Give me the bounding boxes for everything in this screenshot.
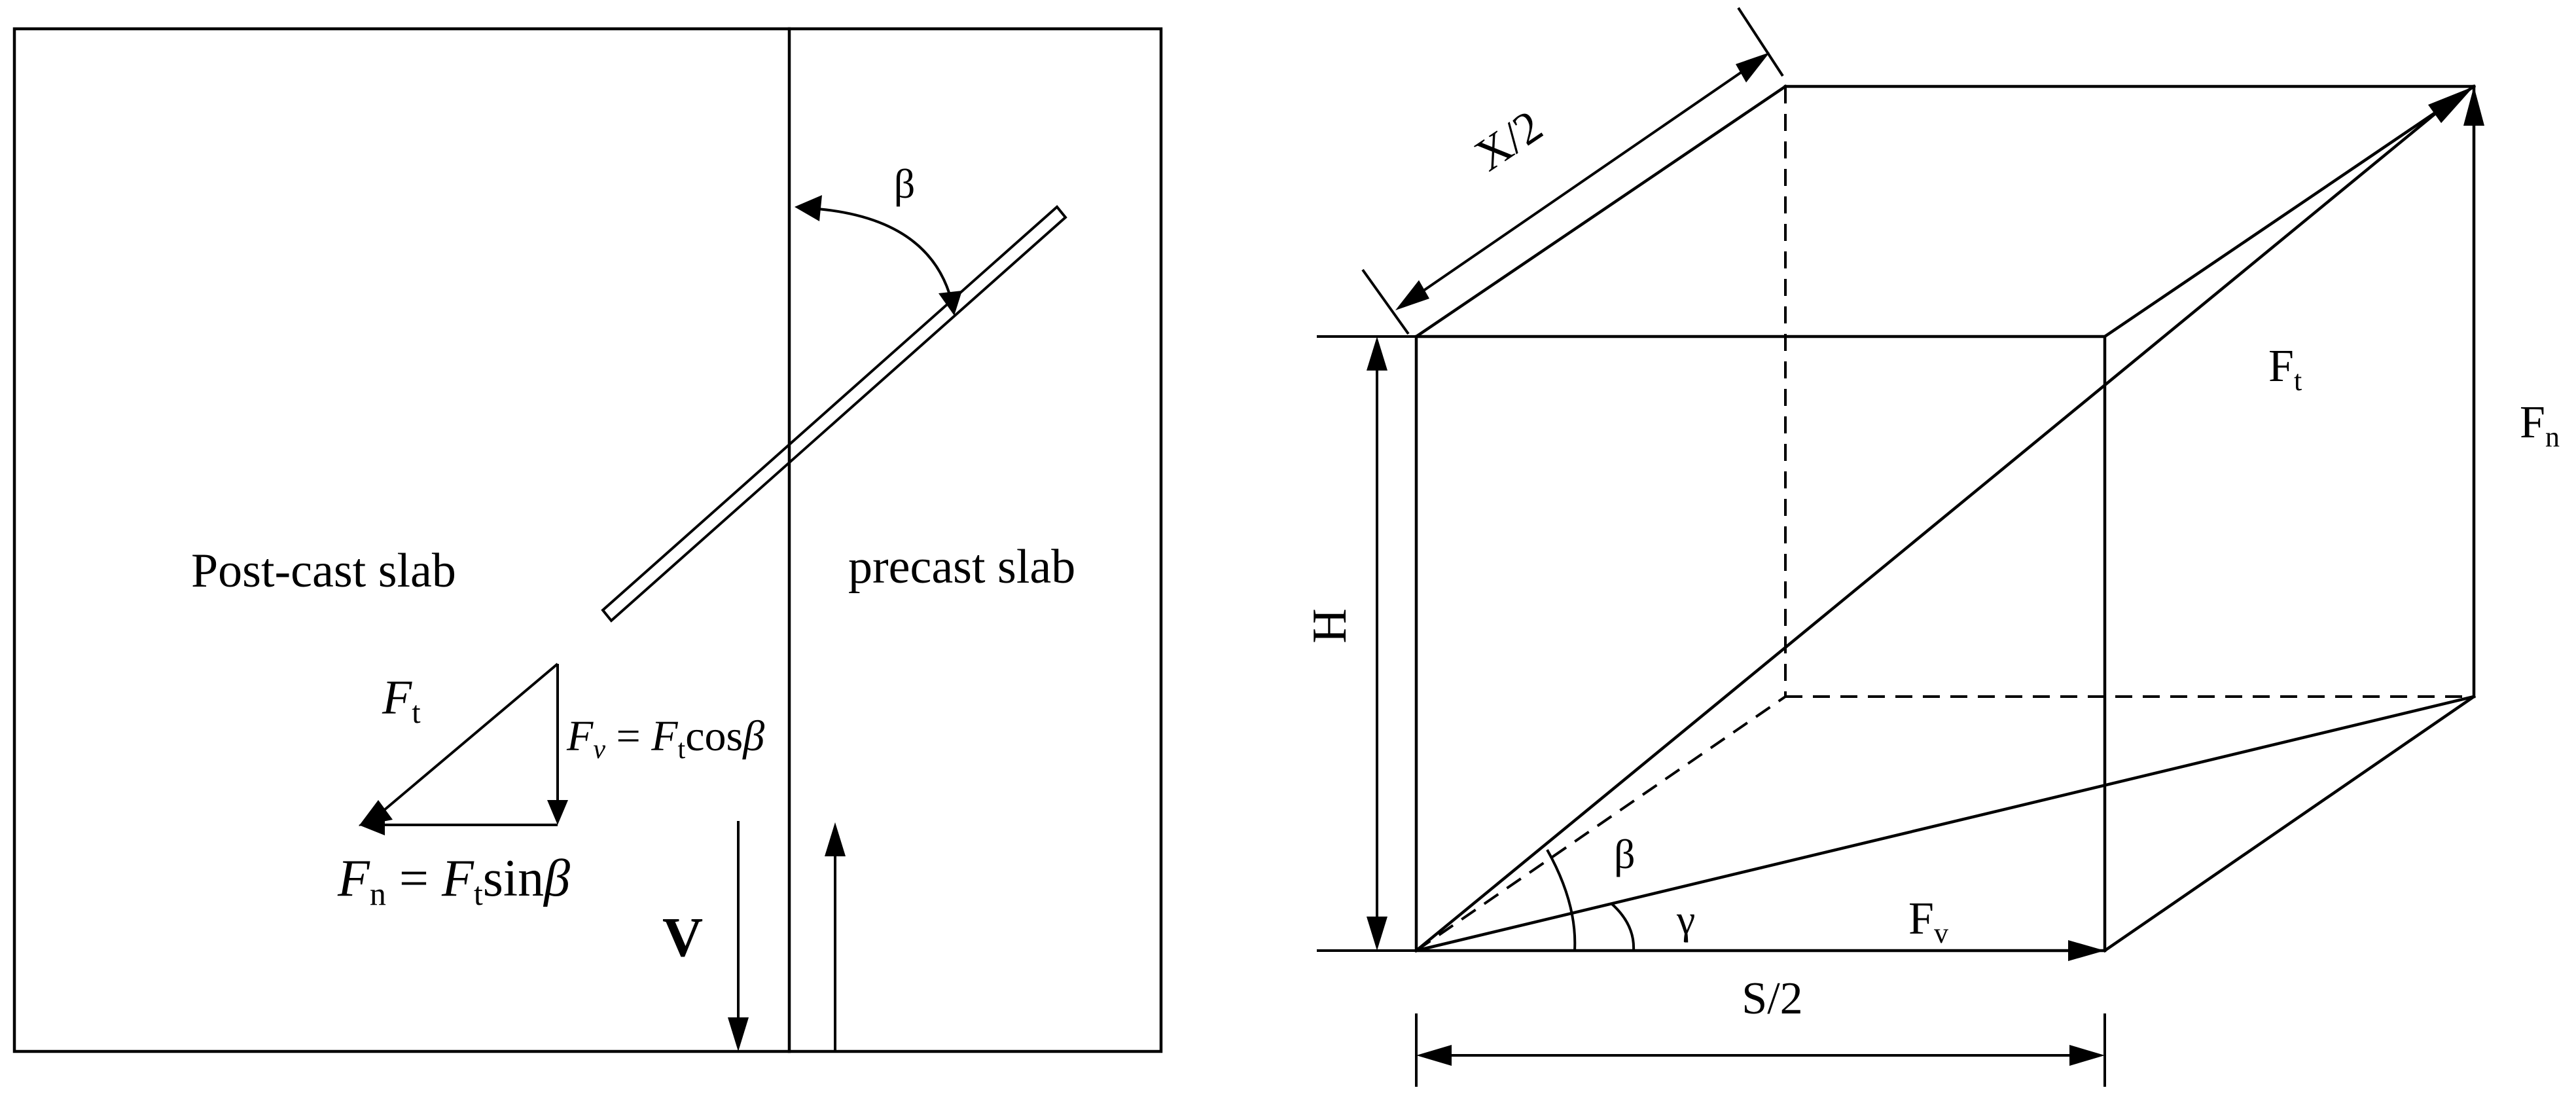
x-dim-arrow-top <box>1736 52 1770 82</box>
h-label: H <box>1303 608 1357 643</box>
box-front-face <box>1414 335 2107 953</box>
beta-label-left: β <box>894 160 916 207</box>
x-dim-top-tick <box>1737 7 1784 77</box>
gamma-label: γ <box>1676 896 1695 943</box>
s-dim-arrow-right <box>2069 1045 2105 1066</box>
beta-arc-arrowhead-right <box>939 291 962 316</box>
box-top-right-edge <box>2102 84 2477 339</box>
post-cast-slab-label: Post-cast slab <box>191 544 456 598</box>
beta-arc-arrowhead-left <box>795 195 822 221</box>
fv-equation: Fv = Ftcosβ <box>566 712 764 765</box>
fn-arrowhead <box>359 814 385 835</box>
fv-arrowhead <box>547 800 568 825</box>
fn-label-right: Fn <box>2520 397 2560 453</box>
beta-angle-arc-right <box>1546 849 1577 951</box>
h-dim-arrow-top <box>1367 337 1387 371</box>
x-dim-bottom-tick <box>1361 268 1410 335</box>
fv-arrowhead-right <box>2068 940 2105 961</box>
box-bottom-right-edge <box>2102 694 2477 953</box>
slab-frame <box>12 27 1163 1053</box>
x-half-label: X/2 <box>1466 101 1551 181</box>
box-top-left-edge <box>1414 84 1788 339</box>
fn-equation: Fn = Ftsinβ <box>337 850 570 912</box>
beta-label-right: β <box>1614 831 1636 877</box>
ft-label-right: Ft <box>2268 341 2302 397</box>
s-half-label: S/2 <box>1742 974 1802 1024</box>
inclined-rebar <box>601 205 1067 623</box>
ft-vector <box>373 663 559 820</box>
fn-arrowhead-right <box>2463 86 2484 126</box>
left-panel: β Post-cast slab precast slab Ft Fv = Ft… <box>12 27 1163 1053</box>
right-panel: H S/2 X/2 Ft Fn Fv β γ <box>1303 7 2560 1087</box>
x-dim-line <box>1420 69 1745 293</box>
s-dim-arrow-left <box>1416 1045 1452 1066</box>
ft-label-left: Ft <box>382 671 421 730</box>
beta-angle-arc <box>808 207 953 302</box>
gamma-angle-arc <box>1610 902 1636 951</box>
h-dim-arrow-bottom <box>1367 917 1387 951</box>
v-label: V <box>662 905 703 968</box>
base-diagonal <box>1414 695 2476 953</box>
shear-arrow-down-head <box>728 1017 749 1051</box>
shear-arrow-up-head <box>825 822 846 856</box>
ft-space-diagonal <box>1414 101 2450 953</box>
ft-diagonal-arrowhead <box>2428 86 2474 123</box>
x-dim-arrow-bottom <box>1395 280 1429 310</box>
precast-slab-label: precast slab <box>848 540 1075 594</box>
box-hidden-bottom-left-edge <box>1415 695 1787 952</box>
fv-label-right: Fv <box>1908 894 1948 949</box>
